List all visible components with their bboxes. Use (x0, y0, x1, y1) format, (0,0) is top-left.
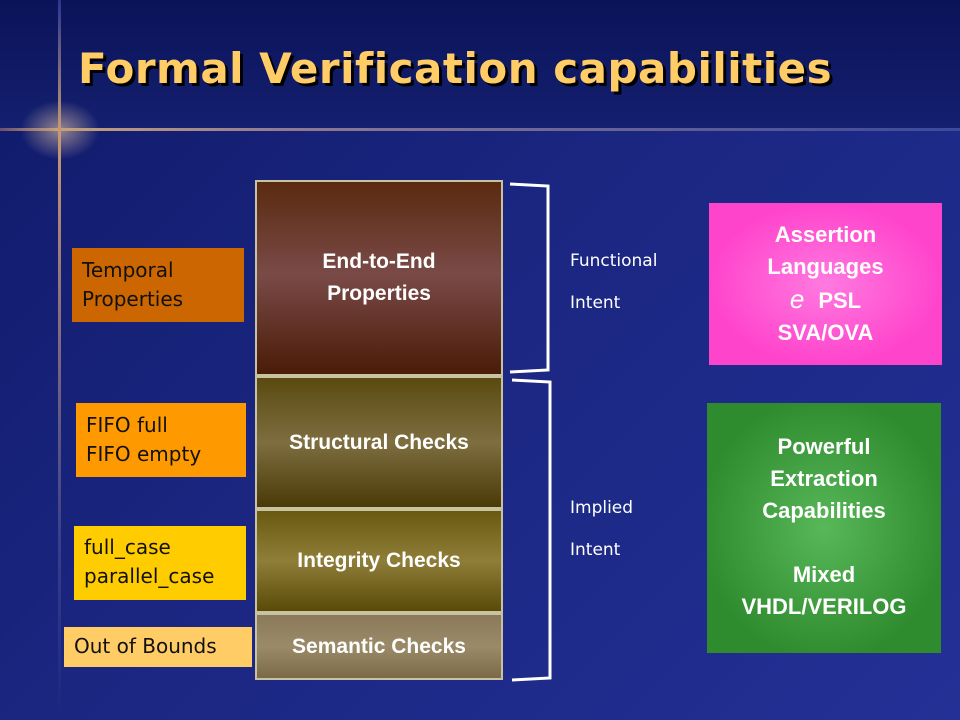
intent-line: Functional (570, 251, 658, 271)
box-line: Languages (767, 254, 884, 279)
implied-intent-label: Implied Intent (570, 487, 633, 571)
label-line: Out of Bounds (74, 634, 217, 658)
horizontal-rule (0, 128, 960, 131)
label-case: full_case parallel_case (74, 526, 246, 600)
label-out-of-bounds: Out of Bounds (64, 627, 252, 667)
intent-line: Intent (570, 540, 621, 560)
box-line: SVA/OVA (777, 320, 874, 345)
functional-intent-label: Functional Intent (570, 240, 657, 324)
intent-line: Intent (570, 293, 621, 313)
label-line: FIFO full (86, 413, 168, 437)
title-band (0, 0, 960, 130)
label-temporal-properties: Temporal Properties (72, 248, 244, 322)
e-language-glyph: e (789, 284, 805, 314)
stack-line: Structural Checks (289, 430, 469, 454)
stack-line: Integrity Checks (297, 549, 461, 572)
powerful-extraction-box: Powerful Extraction Capabilities Mixed V… (707, 403, 941, 653)
assertion-languages-box: Assertion Languages e PSL SVA/OVA (709, 203, 942, 365)
intent-line: Implied (570, 498, 634, 518)
label-line: full_case (84, 535, 171, 559)
stack-semantic-checks: Semantic Checks (255, 613, 503, 680)
box-line: e PSL (709, 283, 942, 317)
slide-title: Formal Verification capabilities (78, 44, 833, 93)
label-line: parallel_case (84, 564, 215, 588)
box-line: Powerful (777, 434, 871, 459)
box-line: Mixed (792, 562, 856, 587)
functional-bracket (509, 182, 550, 374)
vertical-rule (58, 0, 61, 720)
label-line: Temporal (82, 258, 174, 282)
implied-bracket (511, 378, 552, 682)
label-line: FIFO empty (86, 442, 202, 466)
psl-label: PSL (818, 288, 862, 313)
box-line (707, 527, 941, 559)
label-line: Properties (82, 287, 184, 311)
box-line: Extraction (770, 466, 878, 491)
box-line: Capabilities (762, 498, 886, 523)
box-line: Assertion (774, 222, 877, 247)
stack-line: Semantic Checks (292, 634, 466, 658)
box-line: VHDL/VERILOG (741, 594, 907, 619)
label-fifo: FIFO full FIFO empty (76, 403, 246, 477)
stack-integrity-checks: Integrity Checks (255, 509, 503, 613)
stack-end-to-end-properties: End-to-End Properties (255, 180, 503, 376)
stack-line: End-to-End (322, 250, 436, 273)
stack-line: Properties (327, 282, 431, 305)
stack-structural-checks: Structural Checks (255, 376, 503, 509)
